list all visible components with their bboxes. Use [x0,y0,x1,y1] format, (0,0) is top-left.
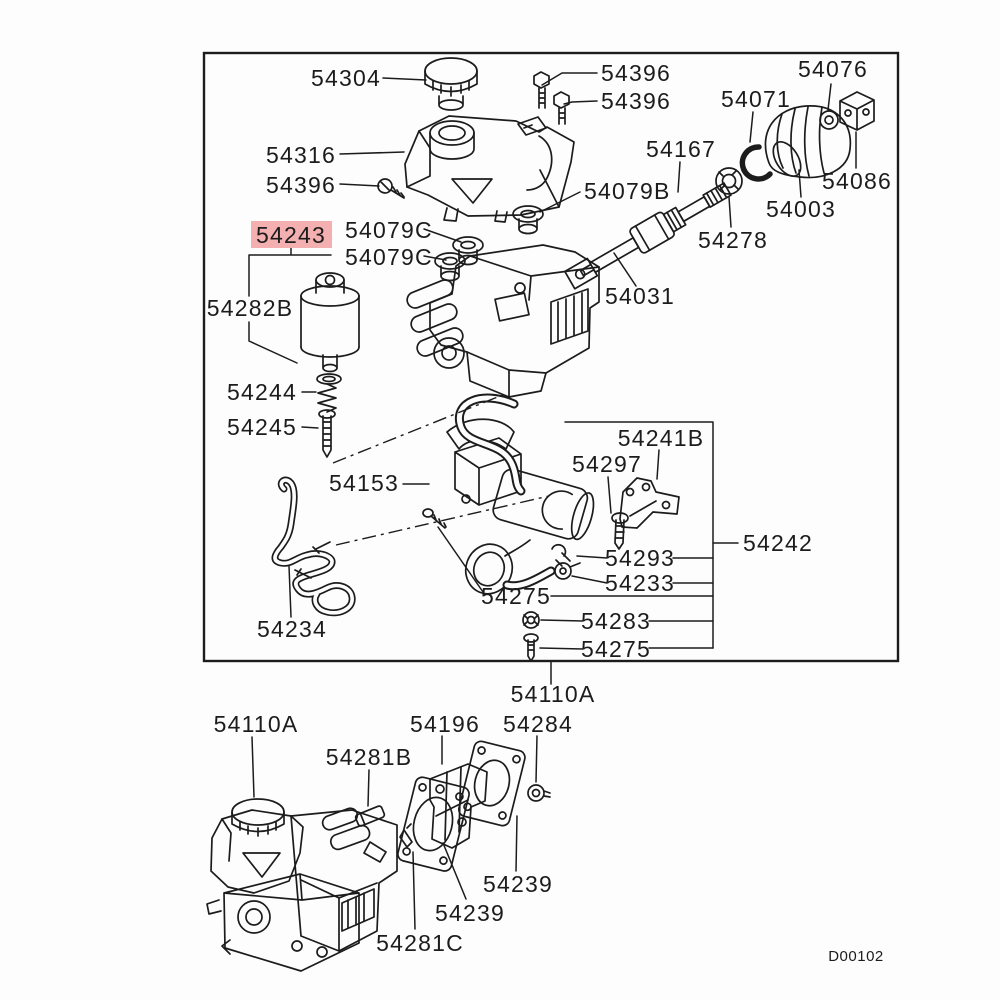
part-label-54278: 54278 [698,227,768,253]
booster-assembly-drawing [406,244,600,398]
small-reservoir-drawing-54243 [300,272,360,385]
gasket-drawing-54239-left [397,776,470,872]
part-label-54079b: 54079B [584,178,671,204]
part-label-54242: 54242 [743,530,813,556]
spacer-drawing-54278 [715,167,743,195]
bolt-drawing-54396-2 [553,91,570,125]
part-label-54396-top2: 54396 [601,88,671,114]
part-label-54031: 54031 [605,283,675,309]
drawing-code: D00102 [828,948,884,965]
bracket-drawing-54196 [429,763,488,849]
bolt-drawing-54275-upper [422,508,447,529]
snap-ring-drawing-54071 [739,144,773,182]
hose-drawing-54153 [454,393,526,496]
part-label-54110a-ref: 54110A [511,681,596,707]
part-label-54110a: 54110A [214,711,299,737]
bracket-drawing-54241b [619,477,680,529]
cap-drawing-54304 [424,57,478,111]
screw-drawing-54396-left [377,178,405,199]
part-labels: 54304 54396 54396 54076 54071 54316 5439… [207,56,892,965]
part-label-54284: 54284 [503,711,573,737]
grommet-drawing-54079b [512,205,544,235]
part-label-54396-left: 54396 [266,172,336,198]
part-label-54275-lower: 54275 [581,636,651,662]
part-label-54244: 54244 [227,379,297,405]
clip-drawing-54281c [399,823,413,848]
part-label-54076: 54076 [798,56,868,82]
part-label-54086: 54086 [822,168,892,194]
nut-drawing-54283 [522,611,540,629]
part-label-54239-right: 54239 [483,871,553,897]
pin-drawing-54281b [354,805,386,827]
part-label-54167: 54167 [646,136,716,162]
abs-assembly-drawing-54110a [206,798,398,972]
part-label-54241b: 54241B [618,425,705,451]
tank-drawing-54316 [404,115,575,223]
grommet-drawing-54079c-2 [434,252,466,282]
center-lines [332,393,550,546]
part-label-54283: 54283 [581,608,651,634]
part-label-54281c: 54281C [376,930,464,956]
damper-drawing-54086 [839,91,875,131]
part-label-54245: 54245 [227,414,297,440]
part-label-54281b: 54281B [326,744,413,770]
part-label-54234: 54234 [257,616,327,642]
screw-drawing-54245 [318,409,336,458]
part-label-54316: 54316 [266,142,336,168]
wire-clip-drawing-54234 [271,476,356,617]
part-label-54396-top1: 54396 [601,60,671,86]
part-label-54079c-1: 54079C [345,217,433,243]
pump-drawing [446,418,595,557]
bolt-drawing-54396-1 [533,71,550,109]
highlight-54243 [251,221,332,248]
fitting-drawing-54233 [554,562,581,580]
gasket-drawing-54239-right [457,740,526,827]
part-label-54079c-2: 54079C [345,244,433,270]
pipe-loop-drawing [464,543,556,595]
part-label-54239-left: 54239 [435,900,505,926]
part-label-54233: 54233 [605,570,675,596]
part-label-54243-highlighted: 54243 [256,222,326,248]
grommet-drawing-54079c-1 [452,236,484,266]
clip-drawing-54293 [551,543,571,567]
part-label-54293: 54293 [605,545,675,571]
leader-lines [251,72,857,930]
group-bracket-54242 [564,421,714,649]
part-label-54153: 54153 [329,470,399,496]
group-bracket-54243 [248,246,332,364]
bolt-drawing-54297 [611,512,629,550]
spring-drawing-54244 [317,383,337,413]
part-label-54071: 54071 [721,86,791,112]
bolt-drawing-54284 [527,784,551,802]
part-label-54275-upper: 54275 [481,583,551,609]
part-label-54304: 54304 [311,65,381,91]
screw-drawing-54275-lower [523,633,539,662]
part-label-54282b: 54282B [207,295,294,321]
part-label-54196: 54196 [410,711,480,737]
boot-drawing-54003 [764,105,852,179]
part-label-54003: 54003 [766,196,836,222]
part-label-54297: 54297 [572,451,642,477]
pushrod-drawing-54167 [563,182,732,290]
